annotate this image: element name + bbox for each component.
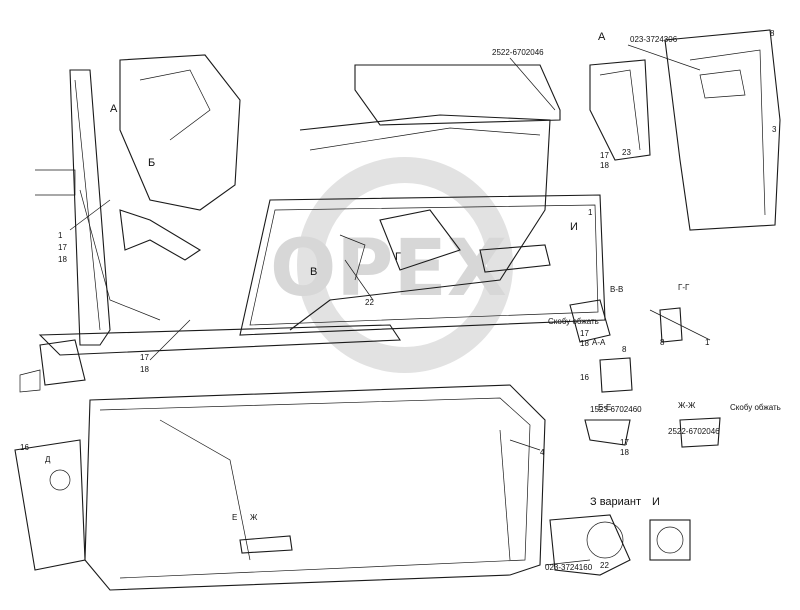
- part-number-5: 023-3724160: [545, 563, 593, 572]
- watermark-text: OPEX: [270, 224, 507, 314]
- cab-floor: [14, 384, 546, 591]
- callout-17c: 17: [600, 151, 609, 160]
- callout-18b: 18: [140, 365, 149, 374]
- watermark: OPEX: [270, 157, 513, 373]
- callout-18: 18: [58, 255, 67, 264]
- view-label-g: Г: [395, 251, 401, 263]
- callout-16b: 16: [580, 373, 589, 382]
- callout-8c: 8: [660, 338, 665, 347]
- part-number-3: 1523-6702460: [590, 405, 642, 414]
- callout-18c: 18: [600, 161, 609, 170]
- part-number-4: 2522-6702046: [668, 427, 720, 436]
- callout-22b: 22: [600, 561, 609, 570]
- note-skobu-1: Скобу обжать: [548, 317, 599, 326]
- cut-label-zh: Ж: [250, 513, 258, 522]
- callout-3: 3: [772, 125, 777, 134]
- cut-label-e: Е: [232, 513, 237, 522]
- callout-8b: 8: [622, 345, 627, 354]
- callout-22: 22: [365, 298, 374, 307]
- view-label-z-variant: З вариант: [590, 496, 641, 508]
- callout-17d: 17: [580, 329, 589, 338]
- cab-frame-middle: [239, 64, 606, 336]
- callout-18d: 18: [580, 339, 589, 348]
- section-label-vv: В-В: [610, 285, 623, 294]
- view-label-a-left: А: [110, 103, 118, 115]
- cab-frame-left: [19, 54, 401, 393]
- view-label-v: В: [310, 266, 317, 278]
- callout-17b: 17: [140, 353, 149, 362]
- callout-17e: 17: [620, 438, 629, 447]
- section-label-ee: Е-Е: [598, 403, 611, 412]
- detail-a-right: [589, 29, 781, 231]
- leader-lines: [69, 44, 711, 566]
- section-label-gg: Г-Г: [678, 283, 690, 292]
- callout-1b: 1: [705, 338, 710, 347]
- callout-1: 1: [58, 231, 63, 240]
- view-label-a: А: [598, 31, 606, 43]
- callout-8: 8: [770, 29, 775, 38]
- callout-18e: 18: [620, 448, 629, 457]
- section-label-zhzh: Ж-Ж: [678, 401, 696, 410]
- part-number-1: 2522-6702046: [492, 48, 544, 57]
- callout-4: 4: [540, 448, 545, 457]
- view-label-b: Б: [148, 157, 155, 169]
- callout-1c: 1: [588, 208, 593, 217]
- cut-label-d: Д: [45, 455, 51, 464]
- part-number-2: 023-3724306: [630, 35, 678, 44]
- callout-23: 23: [622, 148, 631, 157]
- callout-16: 16: [20, 443, 29, 452]
- view-label-i: И: [570, 221, 578, 233]
- watermark-gear: [297, 157, 513, 373]
- section-views: [549, 299, 721, 576]
- callout-17: 17: [58, 243, 67, 252]
- view-label-i-view: И: [652, 496, 660, 508]
- section-label-aa: А-А: [592, 338, 606, 347]
- note-skobu-2: Скобу обжать: [730, 403, 781, 412]
